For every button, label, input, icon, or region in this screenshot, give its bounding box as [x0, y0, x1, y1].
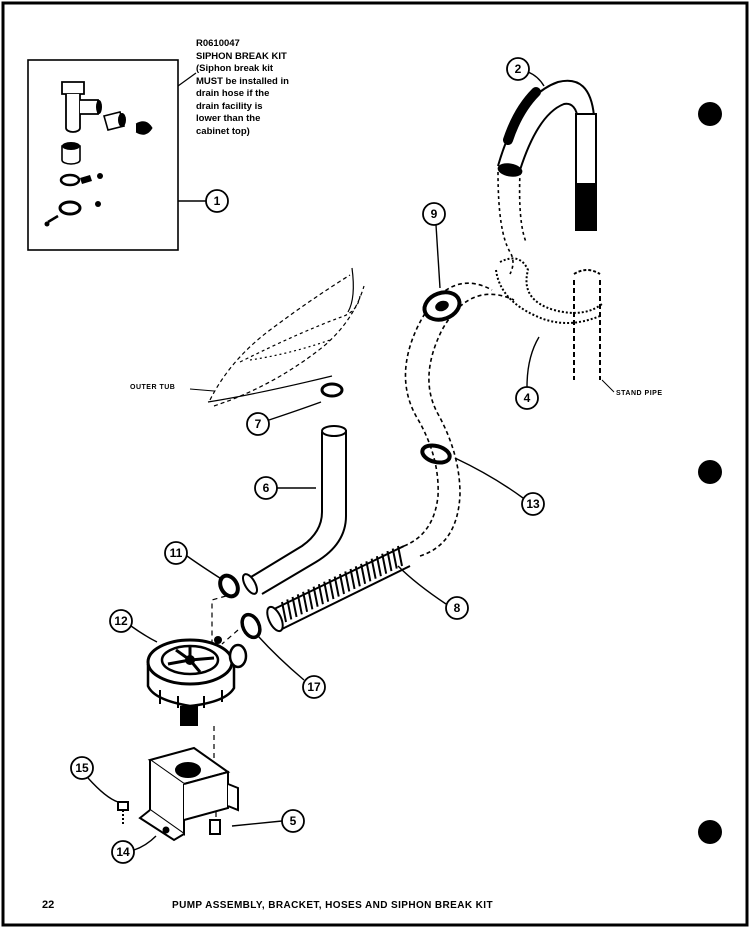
page-number: 22: [42, 899, 55, 911]
callout-number-17: 17: [307, 680, 321, 694]
callout-8: [445, 596, 469, 620]
callout-number-15: 15: [75, 761, 89, 775]
bracket-14: [138, 746, 239, 842]
callout-14: [111, 840, 135, 864]
callout-13: [521, 492, 545, 516]
screw-15: [117, 801, 129, 826]
callout-1: [205, 189, 229, 213]
pump-12: [146, 636, 248, 726]
callout-12: [109, 609, 133, 633]
callout-number-4: 4: [524, 391, 531, 405]
punch-hole: [698, 102, 722, 126]
callout-7: [246, 412, 270, 436]
drain-hose-8: [266, 545, 411, 633]
callout-15: [70, 756, 94, 780]
callout-number-12: 12: [114, 614, 128, 628]
stand-pipe-label: STAND PIPE: [616, 390, 663, 397]
kit-name: SIPHON BREAK KIT: [196, 50, 287, 62]
kit-note-line: lower than the: [196, 113, 261, 124]
punch-hole: [698, 820, 722, 844]
punch-hole: [698, 460, 722, 484]
clamp-17: [240, 612, 262, 640]
callout-2: [506, 57, 530, 81]
kit-part-number: R0610047: [196, 38, 240, 49]
kit-note-line: cabinet top): [196, 125, 250, 137]
outer-tub: [207, 267, 365, 407]
kit-note-line: (Siphon break kit: [196, 63, 274, 74]
siphon-break-kit-note: R0610047 SIPHON BREAK KIT (Siphon break …: [196, 38, 336, 138]
hose-6: [242, 425, 347, 595]
stand-pipe: [573, 113, 601, 380]
diagram-title: PUMP ASSEMBLY, BRACKET, HOSES AND SIPHON…: [172, 900, 493, 911]
callout-number-6: 6: [263, 481, 270, 495]
drain-hose-upper: [403, 282, 515, 557]
grommet-7: [320, 382, 344, 398]
callout-number-13: 13: [526, 497, 540, 511]
callout-number-11: 11: [170, 546, 183, 560]
callout-number-1: 1: [214, 194, 221, 208]
callout-17: [302, 675, 326, 699]
callout-number-7: 7: [255, 417, 262, 431]
screw-5: [209, 819, 221, 835]
nut-9: [422, 290, 462, 322]
clamp-13: [420, 443, 452, 465]
tie-strap-4: [495, 257, 603, 324]
kit-note-line: drain hose if the: [196, 88, 270, 99]
kit-note-line: drain facility is: [196, 100, 263, 112]
callout-9: [422, 202, 446, 226]
callout-number-5: 5: [290, 814, 297, 828]
callout-number-14: 14: [116, 845, 130, 859]
callout-number-9: 9: [431, 207, 438, 221]
callout-number-8: 8: [454, 601, 461, 615]
siphon-break-kit-box: [27, 59, 206, 251]
hose-2: [497, 79, 595, 275]
callout-11: [164, 541, 188, 565]
outer-tub-label: OUTER TUB: [130, 384, 176, 391]
callout-number-2: 2: [515, 62, 522, 76]
kit-note-line: MUST be installed in: [196, 75, 289, 87]
clamp-11: [218, 573, 240, 599]
